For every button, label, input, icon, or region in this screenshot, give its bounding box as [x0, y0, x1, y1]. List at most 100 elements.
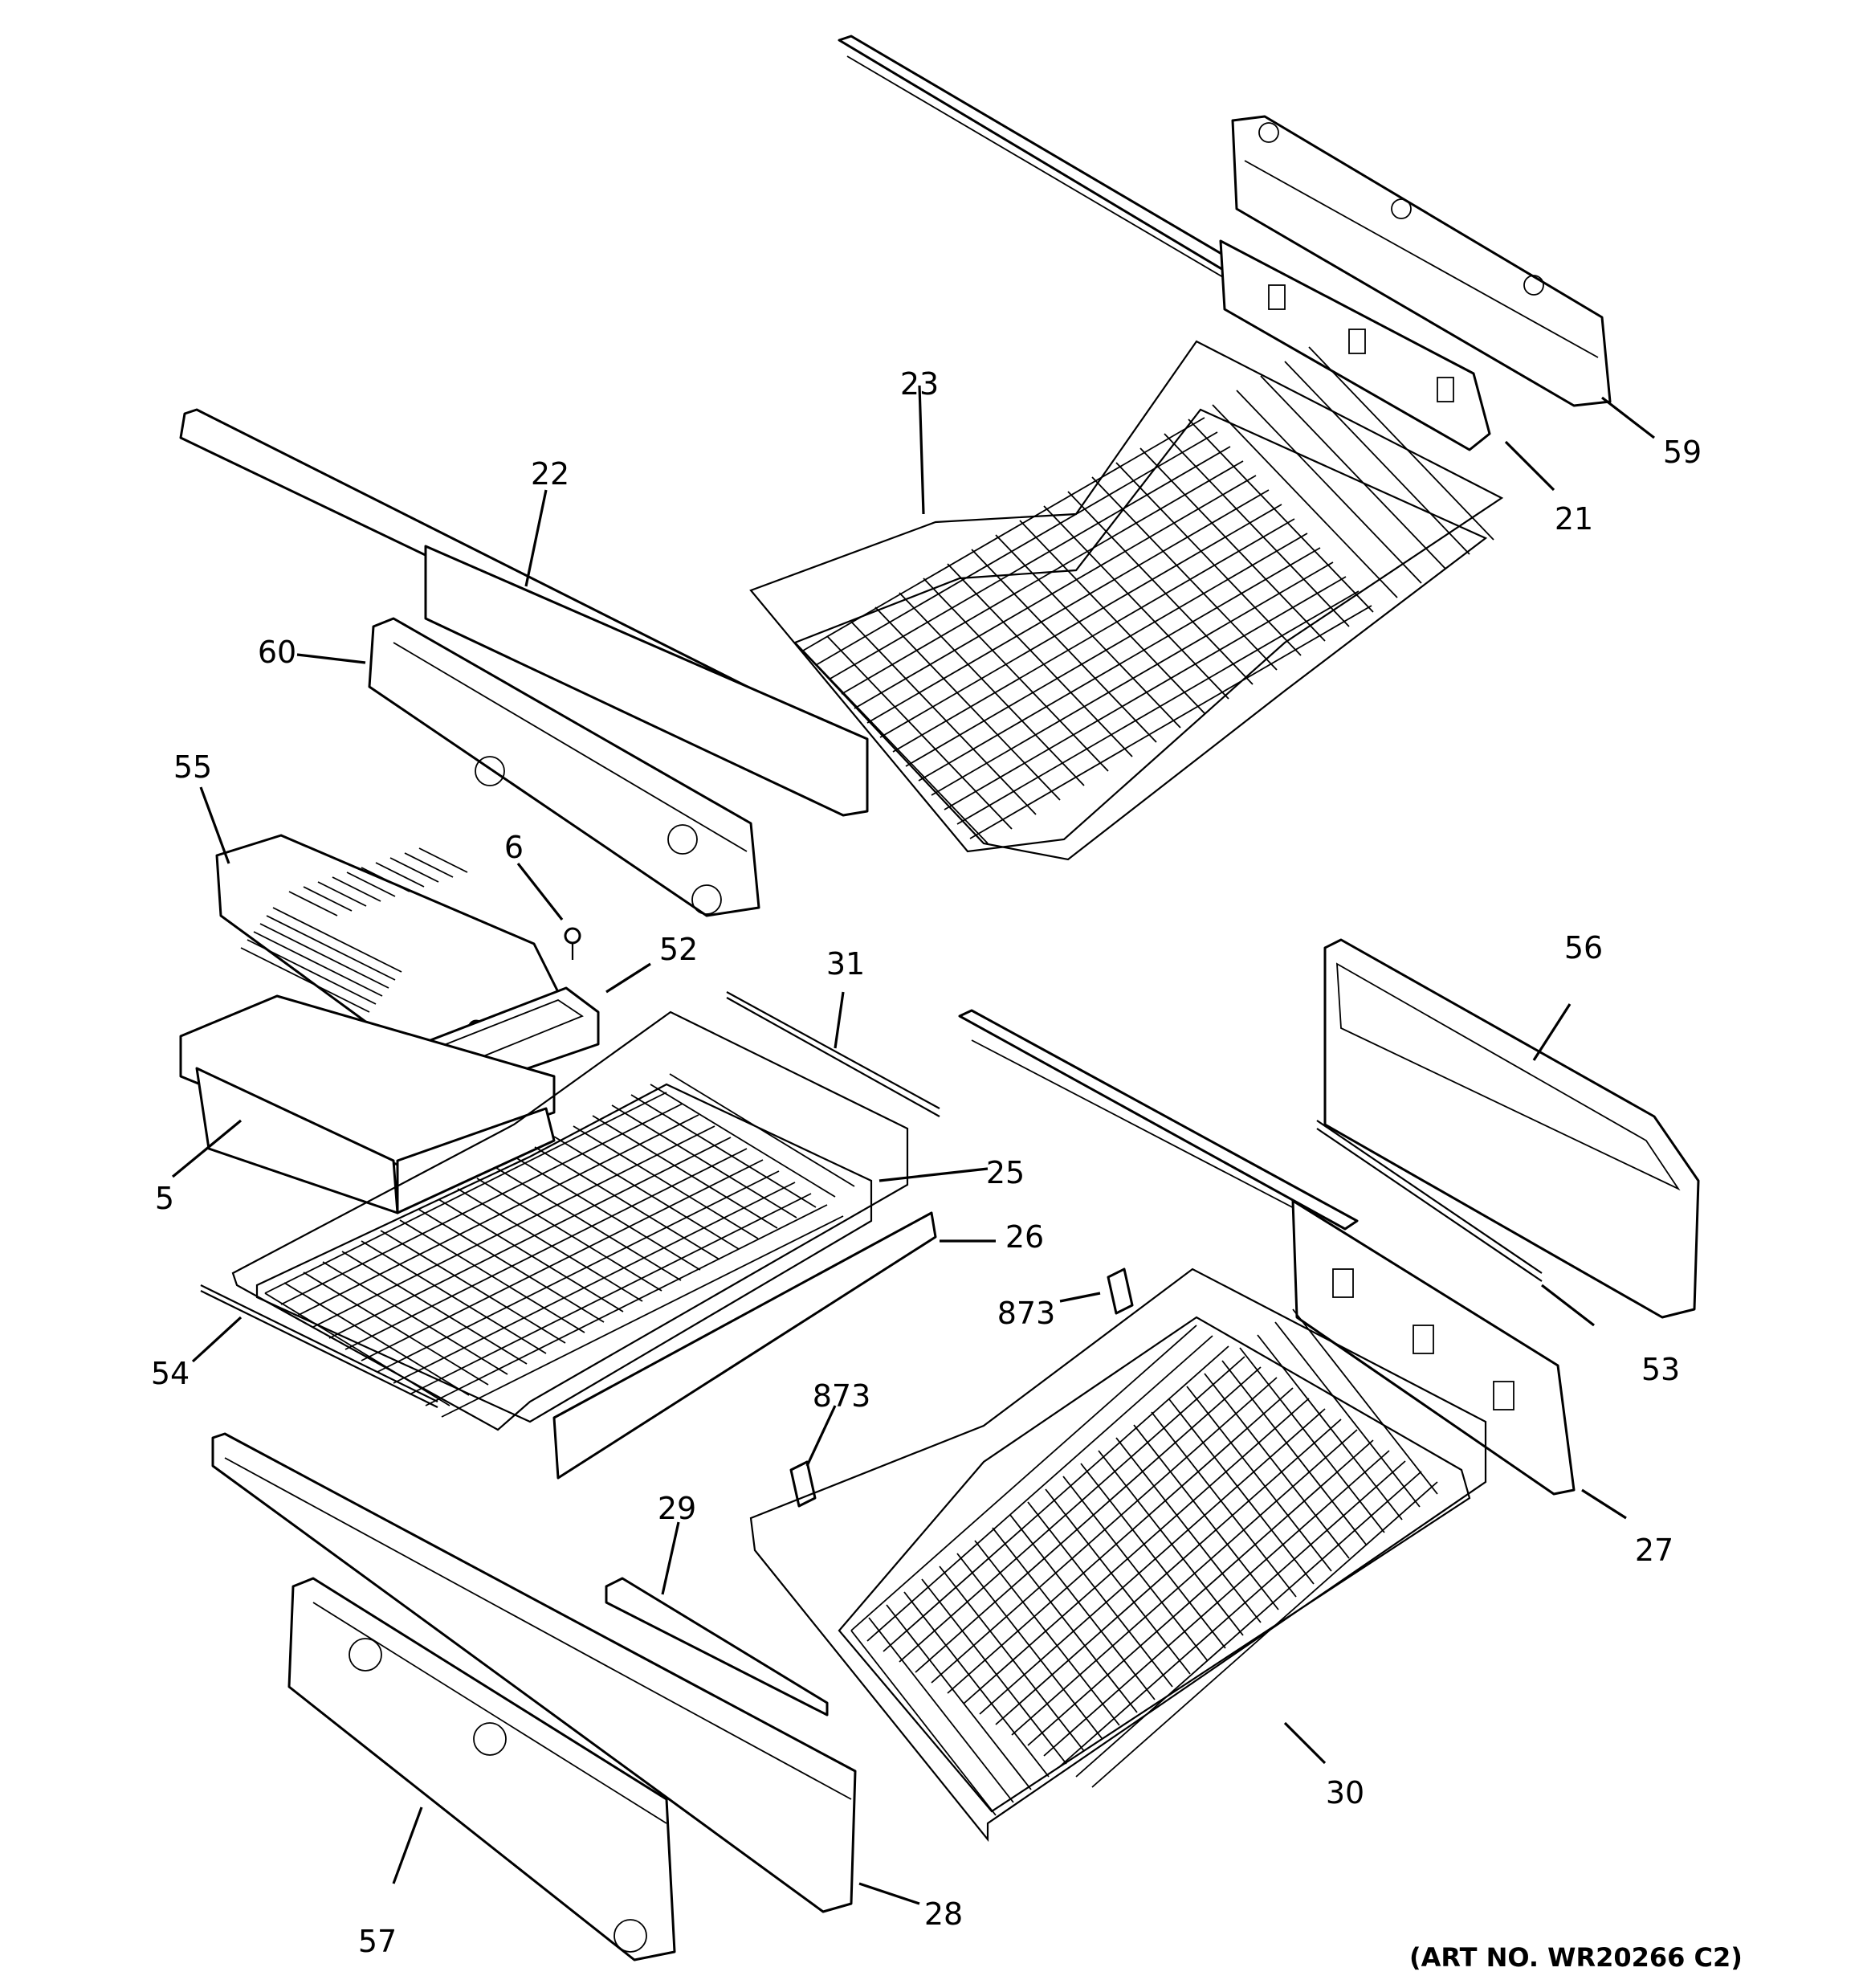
- wire-strand: [1043, 1450, 1390, 1757]
- wire-strand: [1115, 462, 1302, 656]
- callout-30: 30: [1325, 1775, 1365, 1810]
- wire-strand: [883, 1345, 1229, 1652]
- wire-strand: [1236, 390, 1422, 584]
- wire-strand: [669, 1073, 855, 1187]
- wire-strand: [1151, 1411, 1297, 1598]
- part-60-cover-bracket: [368, 617, 760, 917]
- wire-strand: [815, 431, 1218, 666]
- callout-873-lower: 873: [812, 1378, 871, 1414]
- wire-strand: [1188, 418, 1374, 613]
- part-23-upper-wire-basket: [749, 340, 1504, 861]
- wire-strand: [1204, 1373, 1350, 1559]
- wire-strand: [1062, 1476, 1209, 1662]
- callout-28: 28: [923, 1896, 964, 1932]
- wire-strand: [1098, 1450, 1244, 1636]
- part-56-right-cover: [1323, 938, 1700, 1319]
- wire-strand: [312, 1125, 715, 1328]
- wire-strand: [974, 1540, 1120, 1726]
- wire-strand: [879, 504, 1282, 738]
- wire-strand: [1139, 447, 1326, 642]
- part-27-side-bracket: [1291, 1199, 1576, 1496]
- wire-strand: [1059, 1460, 1406, 1767]
- wire-strand: [328, 1137, 732, 1339]
- wire-strand: [969, 605, 1372, 839]
- wire-strand: [592, 1115, 778, 1229]
- wire-strand: [939, 1565, 1085, 1752]
- wire-strand: [441, 1215, 844, 1418]
- wire-strand: [515, 1157, 701, 1271]
- wire-strand: [266, 915, 396, 981]
- part-22-left-rail: [179, 408, 869, 817]
- part-57-lower-bracket: [287, 1577, 676, 1961]
- callout-54: 54: [150, 1356, 190, 1391]
- part-25-middle-wire-basket: [231, 1010, 909, 1431]
- wire-strand: [361, 1240, 547, 1354]
- wire-strand: [1274, 1321, 1421, 1508]
- callout-5: 5: [154, 1181, 175, 1216]
- wire-strand: [866, 489, 1270, 724]
- wire-strand: [971, 549, 1157, 743]
- wire-strand: [944, 576, 1347, 810]
- wire-strand: [375, 862, 425, 888]
- wire-strand: [1186, 1386, 1332, 1572]
- part-26-front-strip: [552, 1211, 937, 1480]
- part-53-support-bar: [1316, 1120, 1543, 1282]
- callout-55: 55: [173, 749, 213, 785]
- wire-strand: [899, 592, 1085, 786]
- callout-60: 60: [257, 635, 297, 670]
- wire-strand: [283, 1282, 470, 1396]
- wire-strand: [826, 635, 1013, 830]
- wire-strand: [253, 931, 383, 997]
- callout-59: 59: [1662, 435, 1702, 470]
- wire-strand: [905, 533, 1308, 767]
- wire-strand: [892, 518, 1295, 753]
- callout-22: 22: [530, 456, 570, 492]
- wire-strand: [280, 1103, 683, 1305]
- wire-strand: [288, 891, 338, 916]
- wire-strand: [850, 1630, 997, 1816]
- callout-29: 29: [657, 1491, 697, 1526]
- wire-strand: [317, 881, 367, 907]
- wire-strand: [1067, 491, 1254, 685]
- callout-25: 25: [985, 1155, 1025, 1190]
- wire-strand: [389, 857, 439, 883]
- wire-strand: [931, 561, 1334, 796]
- wire-strand: [931, 1377, 1278, 1684]
- wire-strand: [1133, 1424, 1279, 1610]
- basket-23-grid: [802, 346, 1494, 844]
- wire-strand: [361, 1159, 764, 1361]
- wire-strand: [346, 872, 396, 897]
- wire-strand: [476, 1178, 662, 1292]
- wire-strand: [903, 1591, 1050, 1778]
- wire-strand: [393, 1182, 796, 1384]
- part-30-lower-wire-basket: [749, 1268, 1487, 1843]
- wire-strand: [1308, 346, 1494, 541]
- wire-strand: [1091, 1481, 1438, 1788]
- wire-strand: [341, 1251, 528, 1365]
- wire-strand: [332, 876, 381, 902]
- leader-lines: [171, 385, 1655, 1905]
- wire-strand: [404, 852, 454, 878]
- wire-strand: [611, 1104, 797, 1219]
- wire-strand: [1011, 1429, 1358, 1736]
- wire-strand: [1091, 476, 1278, 671]
- wire-strand: [344, 1148, 748, 1350]
- wire-strand: [899, 1356, 1245, 1663]
- part-21-slide-bracket: [1219, 239, 1491, 451]
- callout-26: 26: [1005, 1219, 1045, 1255]
- callout-31: 31: [826, 946, 866, 982]
- wire-strand: [553, 1136, 740, 1250]
- wire-strand: [1045, 1488, 1191, 1675]
- wire-strand: [802, 417, 1205, 651]
- wire-strand: [1257, 1334, 1403, 1521]
- wire-strand: [979, 1408, 1326, 1715]
- wire-strand: [1164, 433, 1350, 627]
- callout-23: 23: [899, 366, 940, 402]
- wire-strand: [1075, 1471, 1422, 1778]
- callout-21: 21: [1554, 501, 1594, 537]
- wire-strand: [947, 563, 1133, 757]
- wire-strand: [264, 1292, 450, 1406]
- part-29-wire-bar: [605, 1577, 829, 1717]
- part-55-grille-cover: [215, 834, 564, 1054]
- wire-strand: [247, 939, 377, 1005]
